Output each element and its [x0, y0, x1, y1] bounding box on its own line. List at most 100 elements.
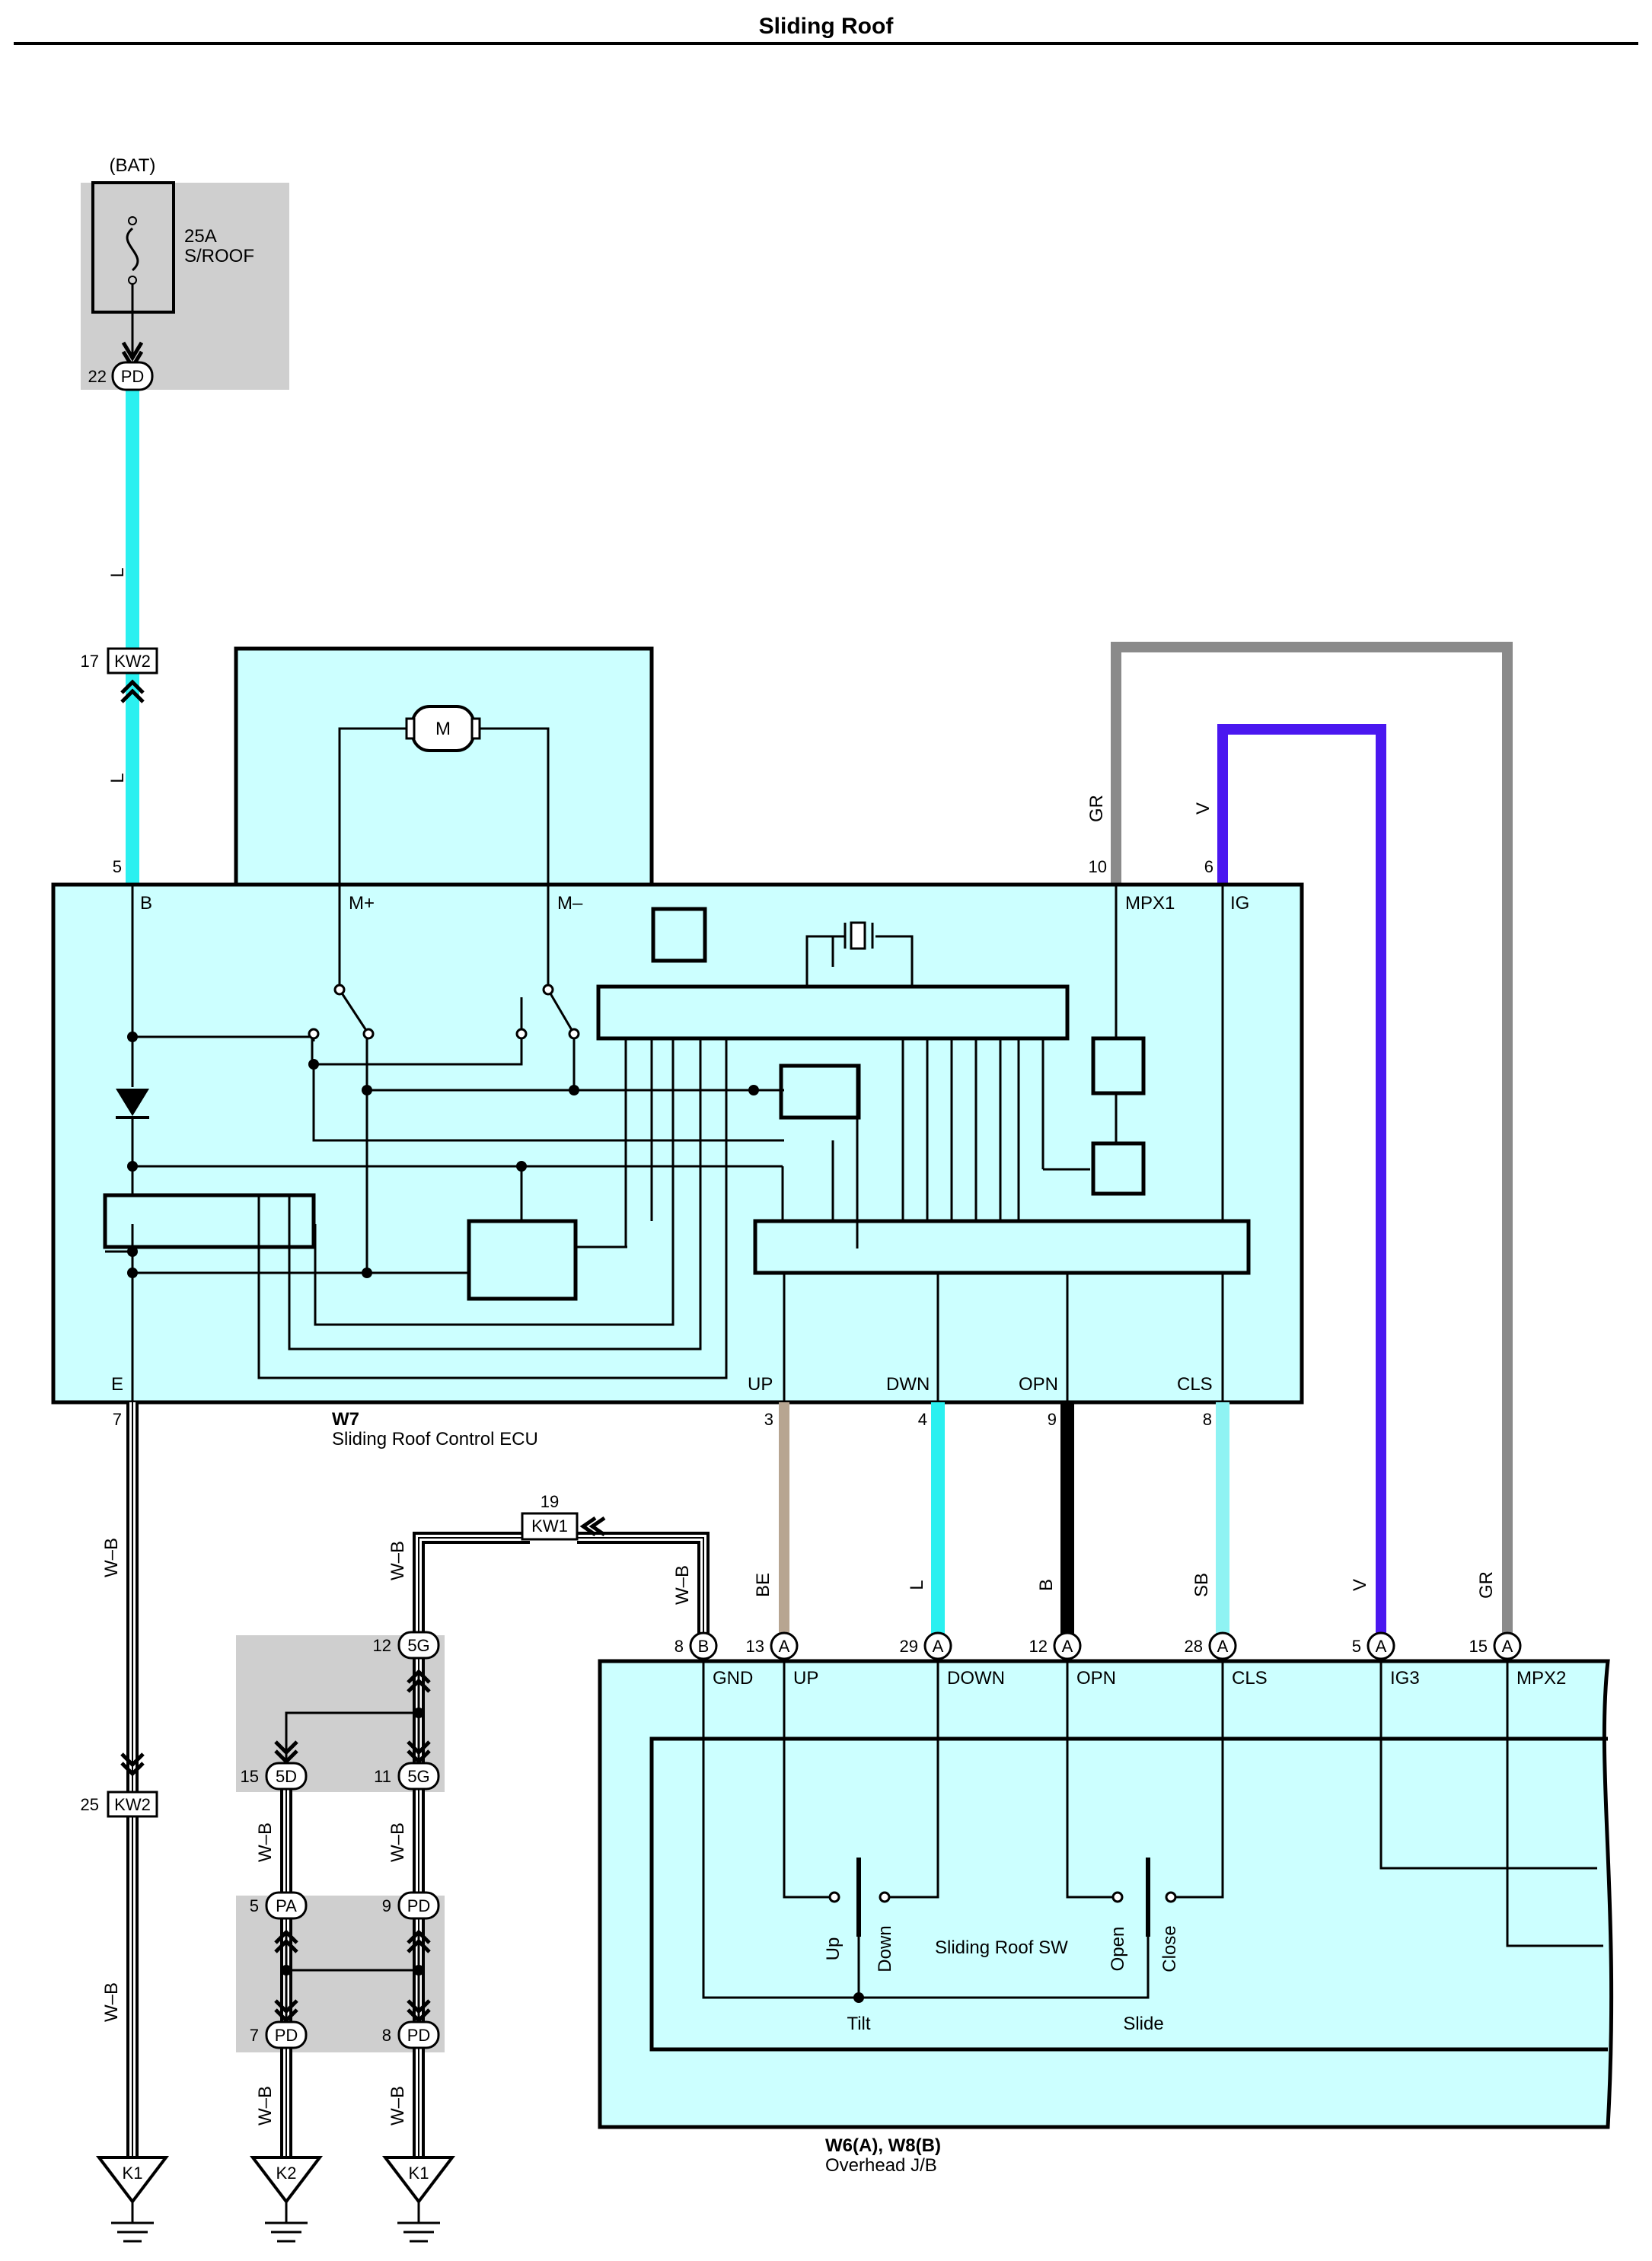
jb-connector-6: PD 8: [382, 2020, 440, 2049]
overhead-jb-mpx2-line: [1506, 1661, 1603, 1947]
ecu-internal-blocks: [103, 907, 1251, 1301]
fuse-source-label: (BAT): [110, 155, 156, 176]
svg-text:5G: 5G: [407, 1767, 429, 1786]
svg-text:DOWN: DOWN: [947, 1668, 1005, 1689]
connector-KW1: [521, 1512, 579, 1541]
ecu-term-DWN: DWN: [886, 1374, 930, 1395]
wire-WB-label-b: W–B: [672, 1565, 693, 1605]
overhead-pin-5: V 5 A IG3: [1350, 1579, 1420, 1689]
diode-icon: [116, 1089, 149, 1116]
connector-KW2-bottom: [107, 1791, 158, 1818]
ecu-pin-E: 7: [113, 1410, 122, 1429]
svg-text:12: 12: [1029, 1637, 1048, 1656]
svg-text:A: A: [1376, 1637, 1387, 1656]
jb-junction-dots: [281, 1708, 424, 1976]
ecu-junction-dots: [127, 1032, 759, 1278]
page-title: Sliding Roof: [759, 14, 895, 39]
connector-KW2-top-pin: 17: [81, 652, 99, 671]
wire-L-label-2: L: [107, 773, 128, 783]
connector-KW2-top-label: KW2: [114, 652, 151, 671]
overhead-jb-id: W6(A), W8(B): [825, 2135, 941, 2156]
jb-connector-1: 5D 15: [241, 1762, 308, 1791]
svg-text:5: 5: [250, 1896, 259, 1915]
svg-text:11: 11: [374, 1767, 391, 1786]
motor-brush-right: [470, 717, 481, 740]
motor-lead-plus: [338, 727, 407, 885]
wire-V: [1217, 724, 1386, 1652]
svg-text:B: B: [1036, 1579, 1057, 1591]
svg-text:GND: GND: [713, 1668, 753, 1689]
svg-text:MPX2: MPX2: [1516, 1668, 1566, 1689]
wire-WB-label-e: W–B: [255, 2086, 276, 2125]
switch-slide-label: Slide: [1123, 2014, 1163, 2034]
ecu-term-IG: IG: [1230, 893, 1249, 914]
overhead-pin-1: BE 13 A UP: [746, 1573, 819, 1689]
svg-text:8: 8: [675, 1637, 684, 1656]
ecu-term-OPN: OPN: [1019, 1374, 1058, 1395]
svg-text:5: 5: [1352, 1637, 1361, 1656]
svg-text:15: 15: [241, 1767, 259, 1786]
wire-L-label-1: L: [107, 567, 128, 577]
svg-text:OPN: OPN: [1076, 1668, 1116, 1689]
switch-open-label: Open: [1108, 1927, 1128, 1972]
svg-text:SB: SB: [1191, 1573, 1212, 1597]
wire-WB-label-a: W–B: [387, 1541, 408, 1580]
ecu-term-Mplus: M+: [349, 893, 375, 914]
overhead-pin-4: SB 28 A CLS: [1185, 1573, 1268, 1689]
ecu-pin-B: 5: [113, 857, 122, 876]
svg-text:UP: UP: [793, 1668, 818, 1689]
svg-text:A: A: [779, 1637, 790, 1656]
svg-text:12: 12: [373, 1636, 391, 1655]
overhead-jb-inner-bus: [649, 1736, 1608, 2052]
connector-KW2-bottom-pin: 25: [81, 1795, 99, 1814]
jb-connector-5: PD 7: [250, 2020, 308, 2049]
fuse-icon: [126, 227, 139, 272]
fuse-pin: 22: [88, 367, 107, 386]
svg-text:PD: PD: [275, 2026, 298, 2045]
svg-text:8: 8: [382, 2026, 391, 2045]
ecu-pin-IG: 6: [1204, 857, 1213, 876]
overhead-pin-0: 8 B GND: [675, 1631, 753, 1689]
overhead-jb-name: Overhead J/B: [825, 2155, 937, 2176]
svg-text:PD: PD: [407, 1896, 431, 1915]
svg-text:28: 28: [1185, 1637, 1203, 1656]
wire-GR-top-label: GR: [1086, 795, 1107, 822]
svg-text:L: L: [907, 1580, 927, 1590]
overhead-pin-2: L 29 A DOWN: [900, 1580, 1005, 1689]
connector-arrow-icon-2: [120, 1752, 145, 1777]
ecu-name: Sliding Roof Control ECU: [332, 1429, 538, 1449]
ecu-term-MPX1: MPX1: [1125, 893, 1175, 914]
switch-contacts: [828, 1891, 1177, 1903]
connector-arrow-icon-3: [579, 1516, 606, 1537]
ecu-term-E: E: [111, 1374, 123, 1395]
motor-box: [234, 646, 654, 887]
svg-text:9: 9: [382, 1896, 391, 1915]
ecu-pin-OPN: 9: [1048, 1410, 1057, 1429]
overhead-jb-box: [598, 1659, 1614, 2129]
overhead-jb-ig3-line: [1379, 1661, 1597, 1870]
ecu-pin-DWN: 4: [918, 1410, 927, 1429]
svg-text:5D: 5D: [276, 1767, 297, 1786]
connector-KW2-bottom-label: KW2: [114, 1795, 151, 1814]
fuse-rating: 25A: [184, 226, 217, 247]
switch-junction-dot: [853, 1992, 864, 2003]
fuse-terminal-top: [128, 216, 137, 225]
ecu-relay-contacts: [308, 984, 580, 1040]
ground-K1-left-label: K1: [123, 2164, 143, 2183]
connector-arrow-icon: [120, 679, 145, 703]
motor-label: M: [435, 719, 451, 739]
switch-name: Sliding Roof SW: [935, 1937, 1068, 1958]
wire-WB-label-2: W–B: [101, 1982, 122, 2022]
jb-arrow-icons: [274, 1669, 431, 2023]
svg-text:7: 7: [250, 2026, 259, 2045]
wire-GR: [1111, 642, 1513, 1652]
ecu-term-B: B: [140, 893, 152, 914]
svg-text:BE: BE: [753, 1573, 773, 1597]
switch-up-label: Up: [823, 1937, 844, 1961]
overhead-pin-6: GR 15 A MPX2: [1469, 1571, 1567, 1689]
ecu-pin-CLS: 8: [1203, 1410, 1212, 1429]
svg-text:A: A: [1502, 1637, 1513, 1656]
ground-icon-K1-right: [381, 2156, 456, 2243]
connector-KW1-label: KW1: [531, 1516, 568, 1536]
